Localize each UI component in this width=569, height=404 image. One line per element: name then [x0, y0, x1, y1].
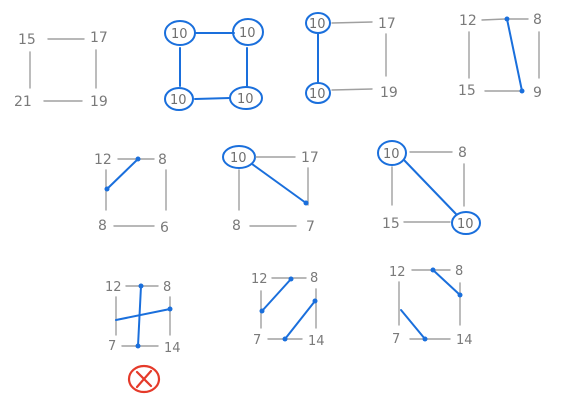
diagram-5: 12 8 8 6 [94, 152, 169, 236]
d6-dot-br [303, 200, 309, 206]
d3-edge-top [331, 21, 373, 24]
d9-blue-edge-upper [261, 278, 292, 312]
d3-circle-bl [305, 82, 331, 104]
d8-blue-horizontal [115, 308, 171, 321]
d10-label-tr: 8 [455, 264, 463, 279]
d7-label-bl: 15 [382, 216, 400, 232]
d5-label-br: 6 [160, 220, 169, 236]
d8-label-tl: 12 [105, 280, 122, 295]
d4-label-tr: 8 [533, 12, 542, 28]
d1-label-tr: 17 [90, 30, 108, 46]
d7-circle-tl [377, 140, 407, 166]
d8-label-tr: 8 [163, 280, 171, 295]
d2-label-tl: 10 [171, 27, 188, 42]
diagram-7: 10 8 15 10 [377, 140, 481, 235]
d3-edge-bottom [331, 88, 373, 91]
diagram-9: 12 8 7 14 [251, 271, 325, 349]
diagram-2: 10 10 10 10 [164, 18, 264, 111]
d1-label-br: 19 [90, 94, 108, 110]
d6-label-tr: 17 [301, 150, 319, 166]
d6-label-bl: 8 [232, 218, 241, 234]
d3-label-tl: 10 [309, 17, 326, 32]
d9-dot-1 [288, 276, 294, 282]
d9-blue-edge-lower [284, 300, 316, 340]
d5-dot-left [104, 186, 110, 192]
d10-dot-1 [430, 267, 436, 273]
d9-label-tr: 8 [310, 271, 318, 286]
d10-blue-edge-lower [400, 309, 426, 340]
d7-circle-br [451, 211, 481, 235]
d2-label-br: 10 [237, 92, 254, 107]
d10-label-bl: 7 [392, 332, 400, 347]
d5-blue-edge [106, 158, 139, 190]
d9-label-tl: 12 [251, 272, 268, 287]
d10-dot-3 [422, 336, 428, 342]
d5-label-tr: 8 [158, 152, 167, 168]
d4-blue-edge [506, 18, 523, 92]
x-circle-icon [127, 364, 161, 394]
d2-circle-tr [232, 18, 264, 46]
diagram-10: 12 8 7 14 [389, 264, 473, 348]
diagram-4: 12 8 15 9 [458, 12, 542, 101]
d8-label-bl: 7 [108, 339, 116, 354]
d4-dot-bottom [519, 88, 525, 94]
d2-circle-br [229, 86, 263, 110]
d6-label-br: 7 [306, 219, 315, 235]
d2-label-tr: 10 [239, 26, 256, 41]
d10-label-br: 14 [456, 333, 473, 348]
d5-dot-top [135, 156, 141, 162]
d7-label-tl: 10 [383, 147, 400, 162]
d2-label-bl: 10 [170, 93, 187, 108]
d8-dot-right [167, 306, 173, 312]
d9-label-bl: 7 [253, 333, 261, 348]
d9-label-br: 14 [308, 334, 325, 349]
d7-label-tr: 8 [458, 145, 467, 161]
diagram-6: 10 17 8 7 [222, 145, 319, 235]
d5-label-bl: 8 [98, 218, 107, 234]
diagram-3: 10 17 10 19 [305, 12, 398, 104]
diagram-8: 12 8 7 14 [105, 280, 181, 394]
d9-dot-4 [282, 336, 288, 342]
d7-label-br: 10 [457, 217, 474, 232]
d2-circle-tl [164, 20, 196, 46]
d8-dot-bottom [135, 343, 141, 349]
d2-edge-bottom [194, 97, 231, 100]
d9-dot-3 [312, 298, 318, 304]
d4-label-bl: 15 [458, 83, 476, 99]
d6-circle-tl [222, 145, 256, 169]
d10-dot-2 [457, 292, 463, 298]
d8-label-br: 14 [164, 341, 181, 356]
d3-label-br: 19 [380, 85, 398, 101]
d1-label-tl: 15 [18, 32, 36, 48]
d3-circle-tl [305, 12, 331, 34]
diagram-1: 15 17 21 19 [14, 30, 108, 110]
d5-label-tl: 12 [94, 152, 112, 168]
d3-label-tr: 17 [378, 16, 396, 32]
d10-blue-edge-upper [432, 269, 461, 296]
d6-blue-edge [251, 163, 307, 204]
d8-dot-top [138, 283, 144, 289]
d4-edge-top-a [481, 18, 506, 21]
d7-blue-edge [403, 159, 457, 215]
d4-label-br: 9 [533, 85, 542, 101]
d4-label-tl: 12 [459, 13, 477, 29]
d1-label-bl: 21 [14, 94, 32, 110]
d9-dot-2 [259, 308, 265, 314]
d6-label-tl: 10 [230, 151, 247, 166]
d4-dot-top [504, 16, 510, 22]
d3-label-bl: 10 [309, 87, 326, 102]
d10-label-tl: 12 [389, 265, 406, 280]
d2-circle-bl [164, 87, 194, 111]
